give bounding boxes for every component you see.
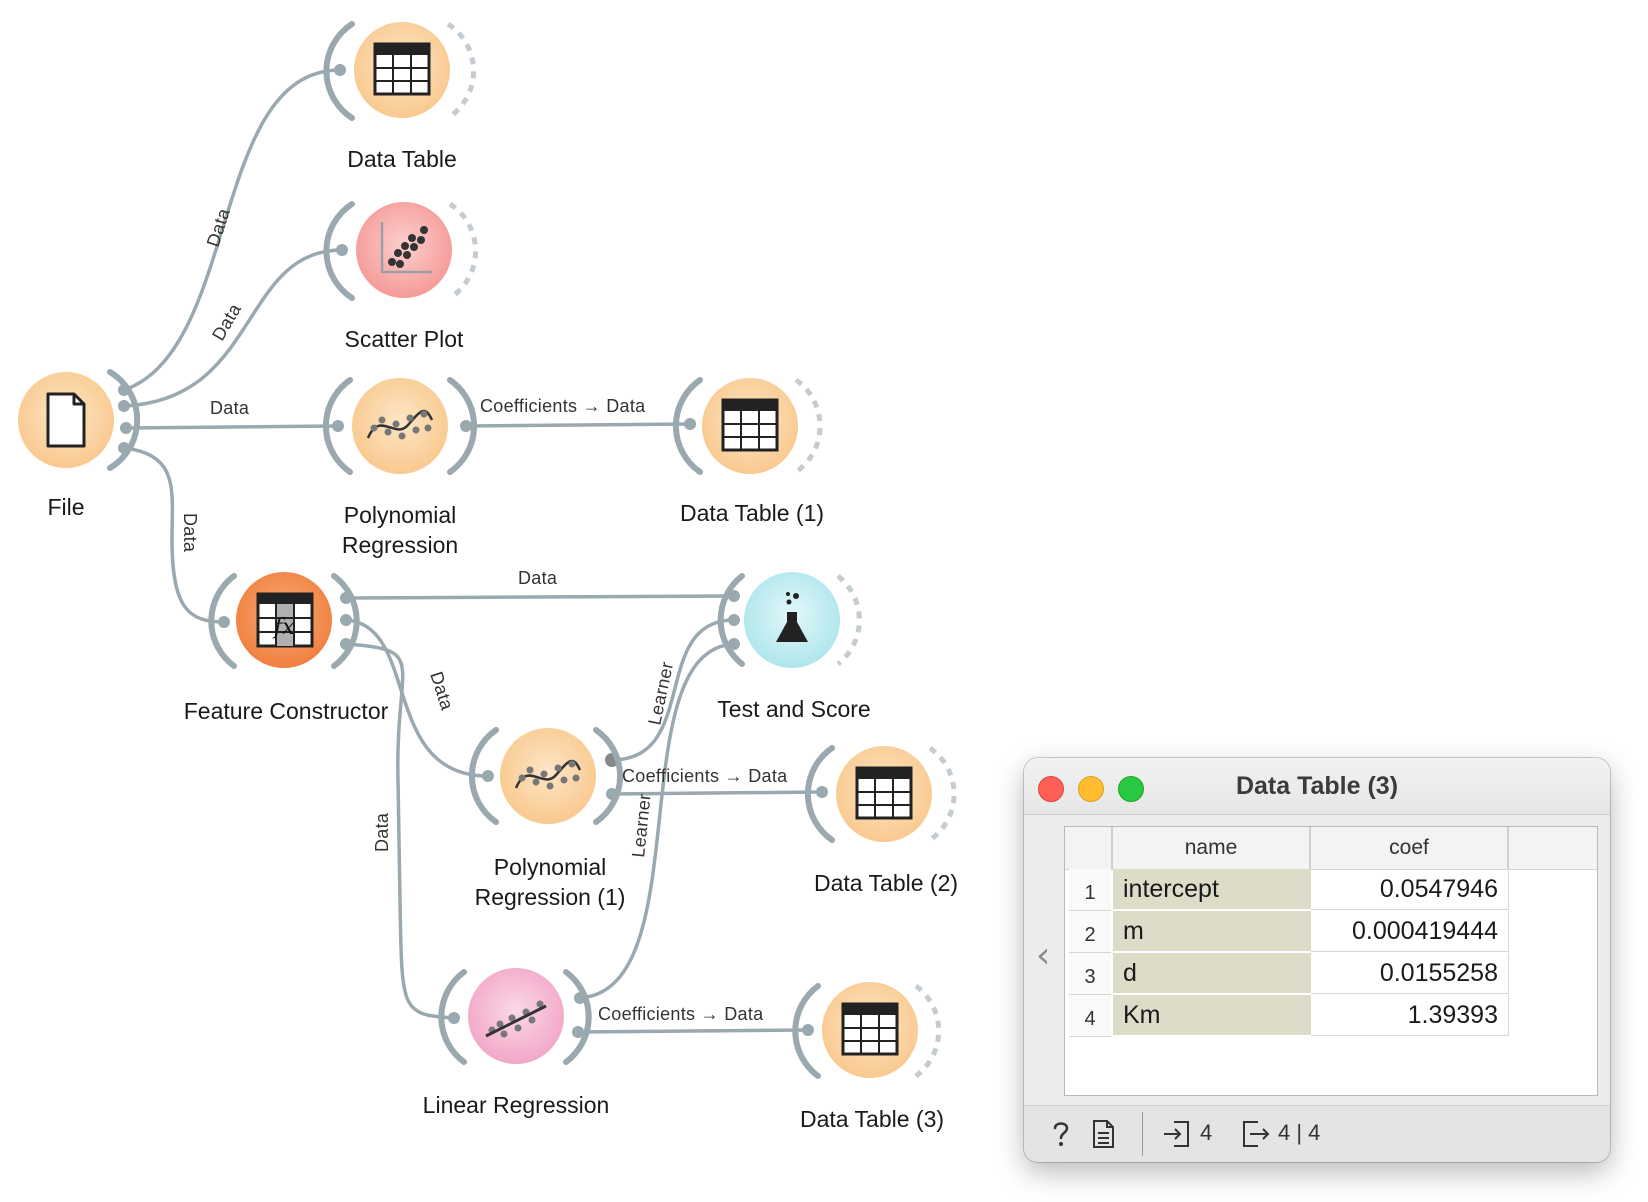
node-label-data-table: Data Table [347, 146, 457, 172]
input-icon [1164, 1121, 1189, 1147]
report-icon[interactable] [1088, 1118, 1118, 1150]
scatter-plot-icon [380, 222, 432, 274]
cell-name[interactable]: intercept [1113, 869, 1311, 910]
table-icon [855, 766, 913, 820]
link-polyreg1-datatable2[interactable] [610, 790, 824, 796]
node-label-data-table-1: Data Table (1) [679, 500, 825, 526]
link-fc-polyreg1[interactable] [344, 618, 490, 778]
node-data-table-1[interactable] [672, 377, 823, 475]
edge-label-fc-polyreg1: Data [426, 669, 457, 713]
node-label-file: File [47, 494, 85, 520]
link-file-scatter[interactable] [122, 248, 344, 408]
polynomial-regression-icon [514, 759, 582, 790]
polynomial-regression-icon [366, 409, 434, 440]
link-polyreg-datatable1[interactable] [464, 422, 692, 428]
node-scatter-plot[interactable] [323, 201, 479, 301]
edge-label-polyreg-coef: Coefficients → Data [480, 396, 646, 416]
footer-separator [1142, 1112, 1143, 1156]
node-label-data-table-3: Data Table (3) [799, 1106, 945, 1132]
node-file[interactable] [18, 369, 141, 471]
cell-coef[interactable]: 0.0155258 [1311, 953, 1509, 994]
output-channel[interactable] [107, 369, 141, 471]
svg-text:fx: fx [272, 615, 295, 640]
table-icon [841, 1002, 899, 1056]
column-header-coef[interactable]: coef [1311, 827, 1509, 869]
link-file-fc[interactable] [122, 446, 226, 624]
node-label-polynomial-regression-1: Polynomial Regression (1) [474, 854, 626, 910]
row-number[interactable]: 4 [1069, 995, 1111, 1037]
cell-coef[interactable]: 0.000419444 [1311, 911, 1509, 952]
window-status-bar: 4 4 | 4 [1024, 1105, 1610, 1162]
linear-regression-icon [485, 1000, 547, 1038]
node-test-and-score[interactable] [717, 572, 862, 668]
node-polynomial-regression-1[interactable] [468, 727, 624, 825]
row-number[interactable]: 2 [1069, 911, 1111, 953]
node-label-scatter-plot: Scatter Plot [344, 326, 464, 352]
link-file-datatable[interactable] [122, 68, 342, 392]
edge-label-file-polyreg: Data [210, 398, 250, 418]
feature-constructor-icon: fx [256, 592, 314, 648]
node-feature-constructor[interactable]: fx [208, 572, 360, 669]
cell-name[interactable]: m [1113, 911, 1311, 952]
output-count: 4 | 4 [1278, 1120, 1321, 1145]
edge-label-linreg-coef: Coefficients → Data [598, 1004, 764, 1024]
edge-label-fc-test: Data [518, 568, 558, 588]
link-linreg-test-learner[interactable] [578, 642, 736, 1000]
maximize-button[interactable] [1118, 776, 1144, 802]
edge-label-learner-2: Learner [628, 793, 655, 859]
help-icon[interactable] [1046, 1118, 1076, 1150]
link-polyreg1-test-learner[interactable] [610, 618, 736, 762]
node-data-table-3[interactable] [792, 982, 942, 1079]
table-icon [721, 398, 779, 452]
cell-coef[interactable]: 1.39393 [1311, 995, 1509, 1036]
node-label-data-table-2: Data Table (2) [813, 870, 959, 896]
links [122, 68, 824, 1034]
flask-icon [776, 592, 808, 642]
table-icon [373, 42, 431, 96]
input-count: 4 [1200, 1120, 1213, 1145]
data-table-window[interactable]: Data Table (3) ‹ name coef 1 intercept 0… [1024, 758, 1610, 1162]
node-label-linear-regression: Linear Regression [422, 1092, 610, 1118]
edge-label-file-fc: Data [180, 513, 200, 553]
table-header: name coef [1065, 827, 1597, 870]
data-table-grid[interactable]: name coef 1 intercept 0.0547946 2 m 0.00… [1064, 826, 1598, 1096]
collapse-panel-icon[interactable]: ‹ [1036, 935, 1051, 976]
column-header-name[interactable]: name [1113, 827, 1311, 869]
node-data-table-2[interactable] [804, 745, 957, 843]
edge-label-polyreg1-coef: Coefficients → Data [622, 766, 788, 786]
row-number[interactable]: 3 [1069, 953, 1111, 995]
cell-name[interactable]: Km [1113, 995, 1311, 1036]
output-icon [1243, 1121, 1270, 1147]
cell-name[interactable]: d [1113, 953, 1311, 994]
link-fc-linreg[interactable] [344, 642, 456, 1020]
link-fc-test[interactable] [344, 594, 736, 600]
link-linreg-datatable3[interactable] [576, 1028, 810, 1034]
edge-label-file-datatable: Data [203, 205, 234, 249]
window-titlebar[interactable]: Data Table (3) [1024, 758, 1610, 815]
file-icon [46, 392, 86, 448]
window-title: Data Table (3) [1235, 772, 1399, 800]
close-button[interactable] [1038, 776, 1064, 802]
minimize-button[interactable] [1078, 776, 1104, 802]
edge-label-fc-linreg: Data [372, 812, 392, 852]
row-number[interactable]: 1 [1069, 869, 1111, 911]
corner-cell[interactable] [1065, 827, 1113, 869]
link-file-polyreg[interactable] [124, 424, 340, 430]
node-polynomial-regression[interactable] [322, 377, 478, 475]
node-label-test-and-score: Test and Score [717, 696, 871, 722]
node-linear-regression[interactable] [438, 968, 592, 1065]
node-data-table[interactable] [323, 21, 477, 121]
cell-coef[interactable]: 0.0547946 [1311, 869, 1509, 910]
node-label-polynomial-regression: Polynomial Regression [341, 502, 459, 558]
node-label-feature-constructor: Feature Constructor [183, 698, 389, 724]
